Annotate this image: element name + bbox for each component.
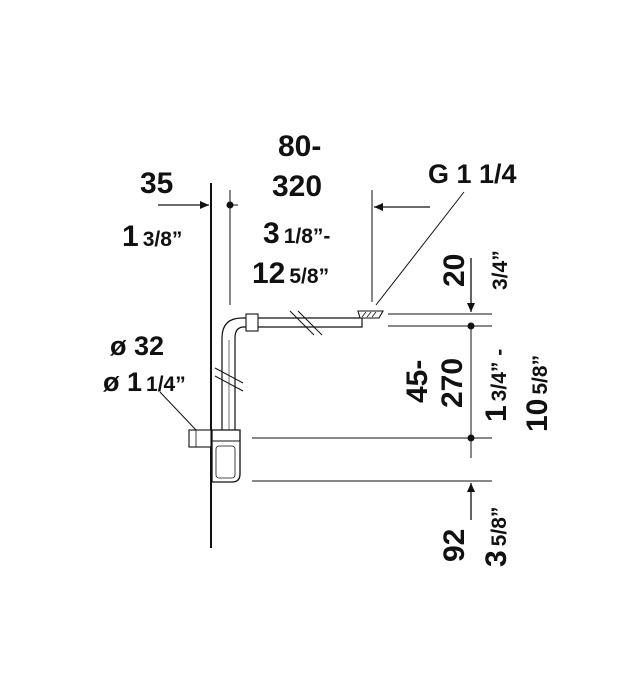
- top-height-mm: 20: [438, 254, 471, 287]
- siphon-trap-body: [211, 429, 241, 483]
- top-height-in: 3/4”: [489, 250, 512, 290]
- siphon-pipe: [221, 317, 363, 432]
- outlet-hatch-1: [361, 311, 367, 318]
- break-mark-horizontal-2: [297, 310, 323, 336]
- diameter-leader-line: [159, 391, 197, 431]
- wall-offset-dot: [226, 201, 234, 209]
- adjust-range-mm-line1: 45-: [401, 360, 434, 403]
- thread-label: G 1 1/4: [428, 159, 517, 189]
- siphon-outlet-flange: [357, 310, 384, 319]
- adjust-range-mm-line2: 270: [436, 358, 469, 408]
- siphon-sleeve: [245, 313, 259, 332]
- siphon: [159, 310, 384, 483]
- bottom-height-mm: 92: [438, 529, 471, 562]
- outlet-hatch-3: [371, 311, 377, 318]
- thread-leader-line: [375, 191, 465, 306]
- adjust-range-in-line2: 105/8”: [521, 355, 554, 432]
- reach-mm-line2: 320: [272, 170, 322, 203]
- break-mark-vertical-1: [214, 367, 244, 384]
- reach-mm-line1: 80-: [278, 130, 321, 163]
- diameter-mm: ø 32: [110, 331, 164, 361]
- siphon-trap-inner: [215, 445, 236, 479]
- adjust-range-in-line1: 13/4” -: [480, 349, 513, 422]
- wall-offset-mm: 35: [140, 167, 173, 200]
- outlet-hatch-2: [366, 311, 372, 318]
- break-mark-horizontal-1: [289, 310, 315, 336]
- dim-dot-pipe: [467, 322, 475, 330]
- bottom-height-in: 35/8”: [480, 507, 513, 567]
- wall-connector: [188, 429, 212, 448]
- dim-dot-trap: [467, 434, 475, 442]
- break-mark-vertical-2: [214, 375, 244, 392]
